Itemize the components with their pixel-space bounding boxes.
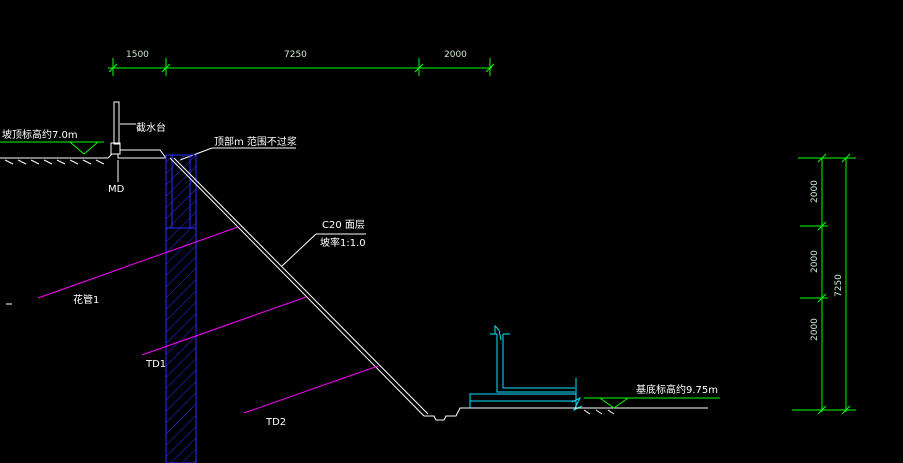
dim-seg-bottom: 2000: [810, 318, 820, 341]
td1-label: TD1: [145, 359, 166, 370]
surface-layer-note: C20 面层 坡率1:1.0: [281, 219, 366, 267]
top-elevation-marker: 坡顶标高约7.0m: [0, 128, 104, 155]
md-mark: MD: [108, 184, 125, 195]
support-pile: [165, 154, 197, 463]
top-width-note-label: 顶部m 范围不过浆: [214, 135, 297, 148]
top-dimension-chain: 1500 7250 2000: [108, 50, 495, 76]
dim-left-width: 1500: [126, 50, 149, 60]
base-elevation-label: 基底标高约9.75m: [636, 383, 718, 396]
td2-label: TD2: [265, 417, 286, 428]
dim-right-width: 2000: [444, 50, 467, 60]
top-ground-line: [0, 153, 166, 165]
anchors: 花管1 TD1 TD2: [37, 226, 379, 428]
slope-top-elevation-label: 坡顶标高约7.0m: [2, 128, 78, 141]
water-platform: 截水台 MD: [108, 101, 167, 195]
dim-total-height: 7250: [834, 274, 844, 297]
slope-face: [169, 157, 470, 421]
right-dimension-chain: 2000 2000 2000 7250: [792, 153, 856, 415]
base-elevation-marker: 基底标高约9.75m: [583, 383, 720, 415]
dim-seg-mid: 2000: [810, 250, 820, 273]
anchor-1-label: 花管1: [73, 293, 99, 306]
water-platform-label: 截水台: [136, 121, 166, 134]
top-width-note: 顶部m 范围不过浆: [179, 135, 297, 161]
foundation: [469, 324, 708, 412]
dim-middle-width: 7250: [284, 50, 307, 60]
dim-seg-top: 2000: [810, 180, 820, 203]
slope-ratio-label: 坡率1:1.0: [320, 236, 366, 249]
surface-layer-label: C20 面层: [322, 219, 365, 231]
